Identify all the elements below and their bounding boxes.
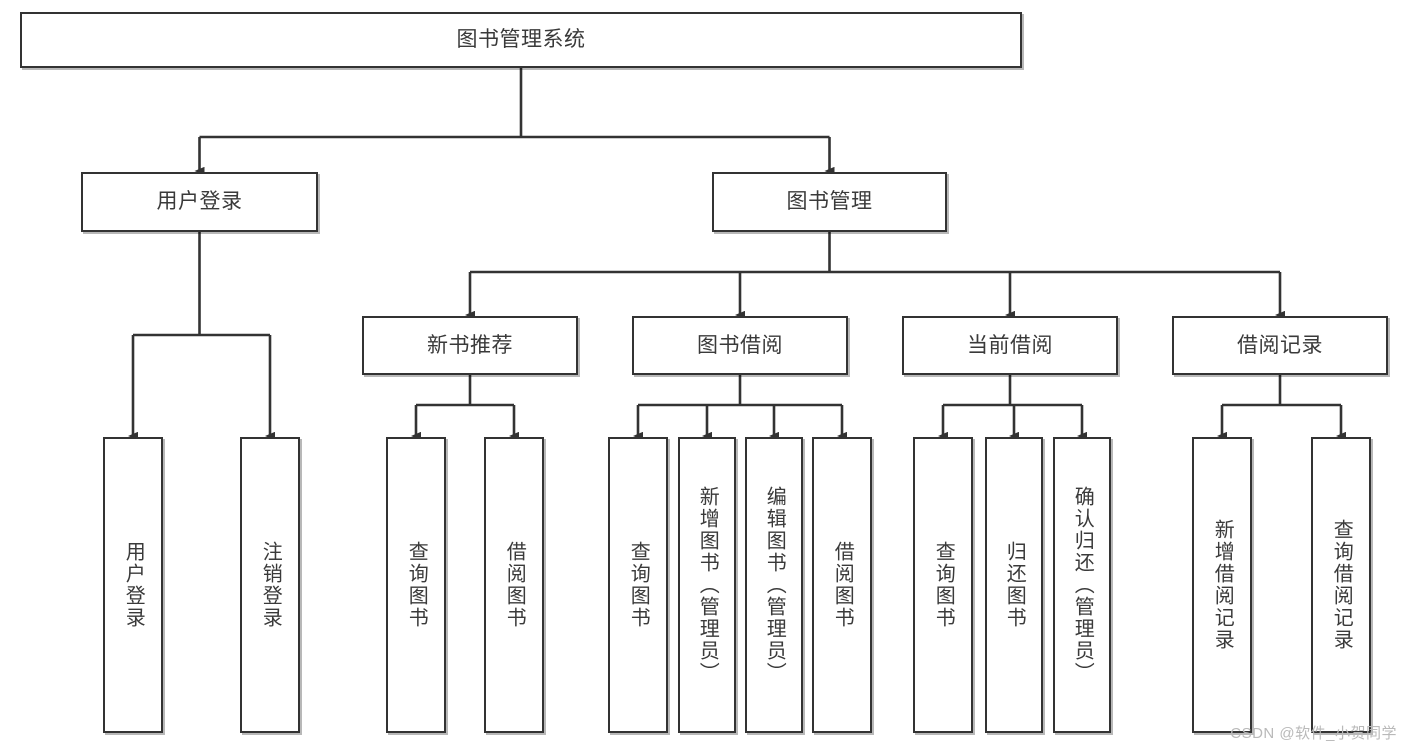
leaf-edit-book-label: 编辑图书（管理员） <box>763 486 786 684</box>
node-current-borrow[interactable]: 当前借阅 <box>902 316 1118 375</box>
leaf-add-book-label: 新增图书（管理员） <box>696 486 719 684</box>
leaf-query-book-a[interactable]: 查询图书 <box>386 437 446 733</box>
leaf-add-book[interactable]: 新增图书（管理员） <box>678 437 736 733</box>
leaf-borrow-book-a-label: 借阅图书 <box>503 541 526 629</box>
leaf-logout-label: 注销登录 <box>259 541 282 629</box>
node-new-book-recommend[interactable]: 新书推荐 <box>362 316 578 375</box>
leaf-user-login[interactable]: 用户登录 <box>103 437 163 733</box>
node-book-borrow-label: 图书借阅 <box>697 333 783 357</box>
node-current-borrow-label: 当前借阅 <box>967 333 1053 357</box>
leaf-borrow-book-b[interactable]: 借阅图书 <box>812 437 872 733</box>
node-borrow-record[interactable]: 借阅记录 <box>1172 316 1388 375</box>
leaf-borrow-book-b-label: 借阅图书 <box>831 541 854 629</box>
node-user-login[interactable]: 用户登录 <box>81 172 318 232</box>
leaf-add-record-label: 新增借阅记录 <box>1211 519 1234 651</box>
leaf-edit-book[interactable]: 编辑图书（管理员） <box>745 437 803 733</box>
leaf-borrow-book-a[interactable]: 借阅图书 <box>484 437 544 733</box>
leaf-confirm-return-label: 确认归还（管理员） <box>1071 486 1094 684</box>
leaf-query-book-b-label: 查询图书 <box>627 541 650 629</box>
leaf-logout[interactable]: 注销登录 <box>240 437 300 733</box>
watermark: CSDN @软件_小贺同学 <box>1230 725 1397 742</box>
node-root[interactable]: 图书管理系统 <box>20 12 1022 68</box>
leaf-return-book-label: 归还图书 <box>1003 541 1026 629</box>
leaf-query-record-label: 查询借阅记录 <box>1330 519 1353 651</box>
leaf-query-book-a-label: 查询图书 <box>405 541 428 629</box>
node-book-borrow[interactable]: 图书借阅 <box>632 316 848 375</box>
node-root-label: 图书管理系统 <box>456 28 586 52</box>
node-user-login-label: 用户登录 <box>156 190 243 214</box>
node-book-manage[interactable]: 图书管理 <box>712 172 947 232</box>
node-book-manage-label: 图书管理 <box>786 190 873 214</box>
node-new-book-recommend-label: 新书推荐 <box>427 333 513 357</box>
leaf-return-book[interactable]: 归还图书 <box>985 437 1043 733</box>
leaf-query-book-b[interactable]: 查询图书 <box>608 437 668 733</box>
node-borrow-record-label: 借阅记录 <box>1237 333 1323 357</box>
leaf-query-book-c[interactable]: 查询图书 <box>913 437 973 733</box>
leaf-user-login-label: 用户登录 <box>122 541 145 629</box>
leaf-add-record[interactable]: 新增借阅记录 <box>1192 437 1252 733</box>
leaf-query-book-c-label: 查询图书 <box>932 541 955 629</box>
leaf-confirm-return[interactable]: 确认归还（管理员） <box>1053 437 1111 733</box>
leaf-query-record[interactable]: 查询借阅记录 <box>1311 437 1371 733</box>
